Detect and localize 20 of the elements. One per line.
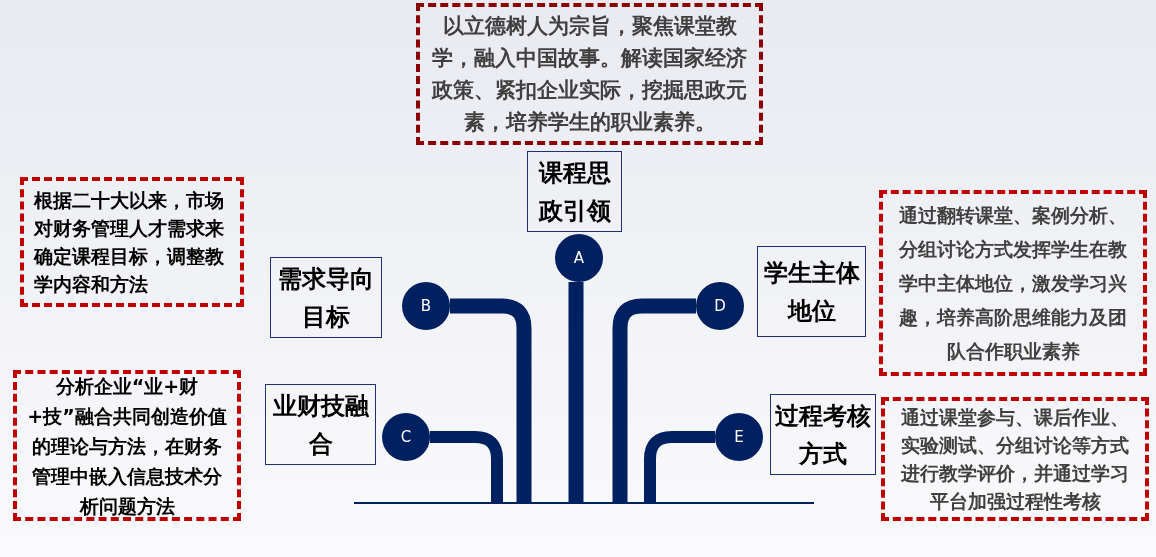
- dashed-note-box: 通过翻转课堂、案例分析、分组讨论方式发挥学生在教学中主体地位，激发学习兴趣，培养高阶思维能力及团队合作职业素养: [879, 190, 1147, 376]
- connector-line: [568, 282, 584, 502]
- letter-circle: E: [715, 413, 763, 461]
- heading-box: 课程思政引领: [527, 151, 622, 232]
- letter-circle: A: [555, 234, 603, 282]
- connector-line: [430, 431, 503, 502]
- letter-circle: D: [696, 282, 744, 330]
- heading-box: 业财技融合: [265, 384, 376, 465]
- letter-circle: B: [402, 282, 450, 330]
- dashed-note-box: 根据二十大以来，市场对财务管理人才需求来确定课程目标，调整教学内容和方法: [20, 177, 244, 307]
- letter-circle: C: [382, 413, 430, 461]
- dashed-note-box: 分析企业“业+财+技”融合共同创造价值的理论与方法，在财务管理中嵌入信息技术分析问题方法: [13, 370, 241, 521]
- dashed-note-box: 以立德树人为宗旨，聚焦课堂教学，融入中国故事。解读国家经济政策、紧扣企业实际，挖掘思政元素，培养学生的职业素养。: [416, 3, 763, 145]
- heading-box: 过程考核方式: [770, 394, 876, 475]
- base-line: [354, 502, 814, 504]
- dashed-note-box: 通过课堂参与、课后作业、实验测试、分组讨论等方式进行教学评价，并通过学习平台加强过程性考核: [881, 397, 1149, 521]
- connector-line: [644, 431, 715, 502]
- heading-box: 需求导向目标: [270, 257, 382, 338]
- heading-box: 学生主体地位: [757, 246, 866, 337]
- connector-line: [450, 298, 532, 502]
